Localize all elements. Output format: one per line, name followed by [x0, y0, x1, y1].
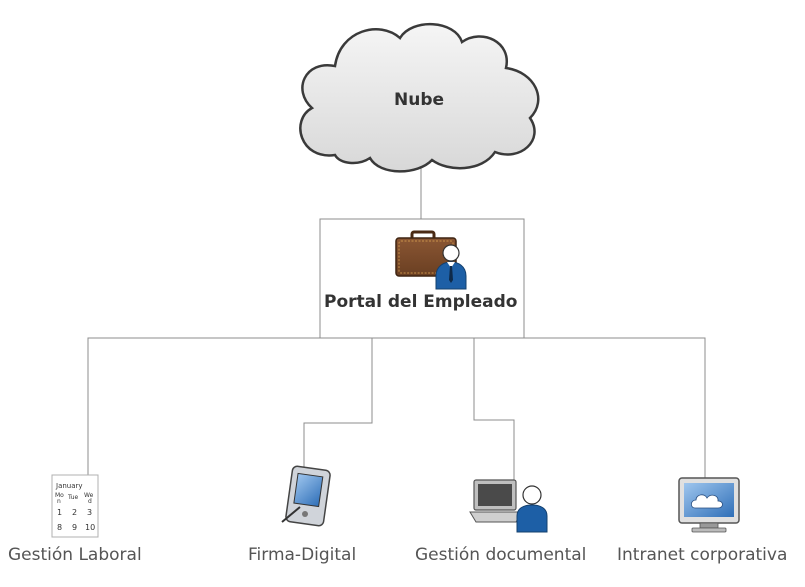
calendar-day-1: Mo [55, 492, 64, 499]
node-label-gestion-laboral: Gestión Laboral [8, 545, 142, 565]
laptop-user-icon [469, 479, 548, 533]
cloud-icon [299, 23, 540, 173]
pda-stylus-icon [281, 465, 331, 527]
calendar-day-1b: n [57, 498, 61, 505]
node-label-intranet: Intranet corporativa [617, 545, 788, 565]
calendar-r2c2: 9 [72, 523, 77, 532]
briefcase-user-icon [395, 230, 467, 290]
connectors [87, 166, 706, 480]
connector-intranet [524, 337, 706, 478]
node-label-firma-digital: Firma-Digital [248, 545, 357, 565]
calendar-icon: January Mo n Tue We d 1 2 3 8 9 10 [51, 474, 99, 538]
monitor-cloud-icon [678, 477, 740, 533]
portal-label: Portal del Empleado [324, 292, 518, 312]
calendar-r1c1: 1 [57, 508, 62, 517]
connector-gestion-laboral [87, 337, 320, 478]
connector-gestion-documental [473, 338, 515, 480]
calendar-day-3b: d [88, 498, 92, 505]
calendar-r2c1: 8 [57, 523, 62, 532]
calendar-r1c2: 2 [72, 508, 77, 517]
calendar-r2c3: 10 [85, 523, 95, 532]
portal-box [319, 218, 525, 339]
calendar-day-2: Tue [67, 494, 79, 501]
calendar-day-3: We [84, 492, 94, 499]
connector-firma-digital [303, 338, 373, 478]
calendar-month: January [55, 482, 83, 490]
node-label-gestion-documental: Gestión documental [415, 545, 587, 565]
cloud-label: Nube [394, 90, 445, 110]
calendar-r1c3: 3 [87, 508, 92, 517]
